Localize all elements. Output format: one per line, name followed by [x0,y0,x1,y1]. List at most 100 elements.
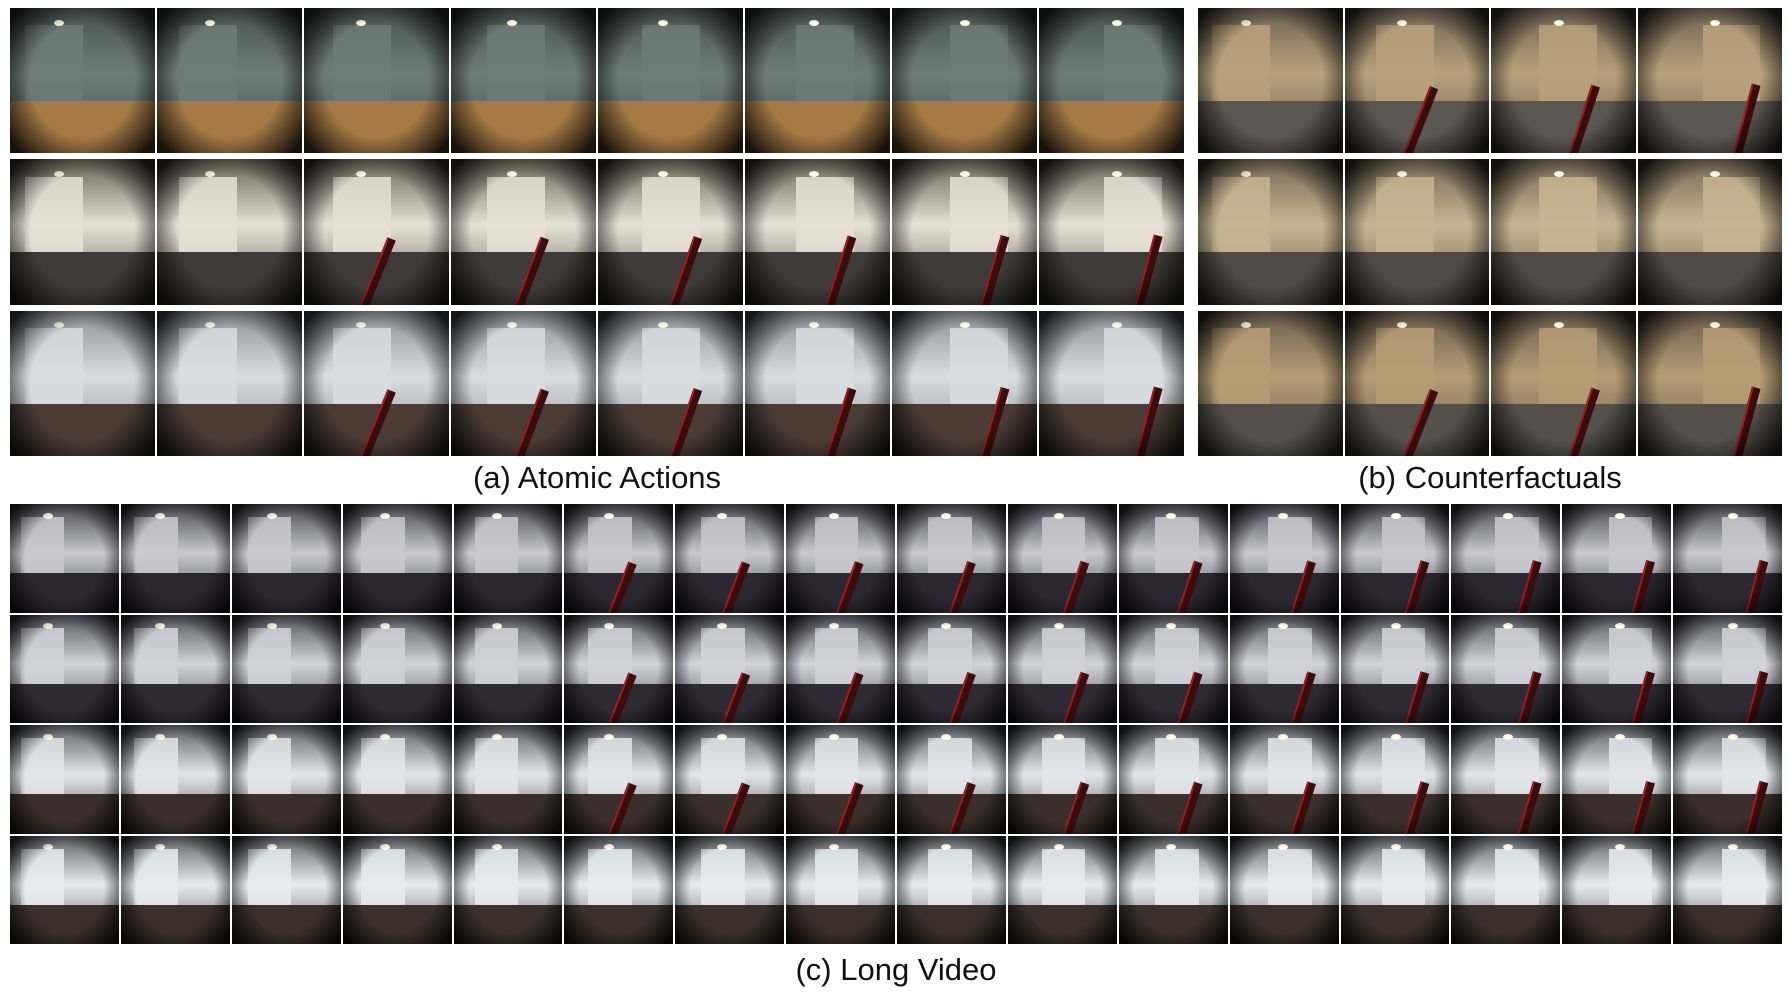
frame-wall-shape [134,738,178,798]
frame-wall-shape [247,627,292,688]
frame-wall-shape [1381,627,1426,688]
frame-ceiling-light [154,733,165,740]
frame-wall-shape [814,738,859,798]
robot-arm-shape [1288,560,1316,613]
robot-arm-shape [1400,388,1439,456]
frame-ceiling-light [658,322,669,329]
frame-floor-shape [10,573,119,613]
frame-ceiling-light [604,512,615,519]
frame-floor-shape [10,252,155,305]
frame-floor-shape [1198,252,1343,305]
frame-wall-shape [1702,25,1761,106]
frame-wall-shape [1104,176,1163,257]
frame-ceiling-light [154,623,165,630]
video-frame [786,614,895,723]
frame-wall-shape [474,848,519,909]
robot-arm-shape [1731,386,1761,456]
frame-wall-shape [24,25,83,106]
frame-ceiling-light [1397,19,1408,26]
video-frame [1451,504,1561,613]
frame-ceiling-light [204,19,215,26]
video-frame [10,159,155,305]
frame-wall-shape [795,176,854,257]
frame-wall-shape [795,25,854,106]
frame-wall-shape [814,848,859,909]
video-frame [1007,725,1117,834]
video-frame [1340,835,1450,944]
frame-ceiling-light [53,19,64,26]
video-frame [1340,614,1450,723]
video-frame [745,310,890,456]
frame-wall-shape [134,517,178,577]
frame-ceiling-light [716,733,727,740]
frame-floor-shape [1340,683,1450,723]
video-frame [1229,614,1339,723]
video-frame [342,835,452,944]
frame-floor-shape [10,904,119,944]
frame-ceiling-light [1241,170,1252,177]
frame-floor-shape [120,683,230,723]
robot-arm-shape [1744,560,1769,613]
frame-ceiling-light [1615,512,1626,519]
video-frame [453,835,563,944]
robot-arm-shape [512,237,550,305]
frame-floor-shape [157,252,302,305]
frame-ceiling-light [1390,623,1401,630]
frame-wall-shape [701,738,745,798]
video-frame [564,835,674,944]
robot-arm-shape [1516,781,1542,834]
frame-ceiling-light [1111,19,1122,26]
frame-ceiling-light [1727,623,1738,630]
video-frame [1340,504,1450,613]
frame-floor-shape [1491,252,1636,305]
frame-floor-shape [120,904,230,944]
frame-wall-shape [641,328,700,409]
frame-wall-shape [333,25,391,106]
frame-wall-shape [795,328,854,409]
frame-wall-shape [333,328,391,409]
robot-arm-shape [1516,560,1542,613]
video-frame [745,159,890,305]
frame-floor-shape [675,573,785,613]
robot-arm-shape [357,388,396,456]
frame-ceiling-light [1241,322,1252,329]
frame-wall-shape [1539,176,1597,257]
counterfactuals-grid [1198,8,1782,456]
frame-wall-shape [1495,517,1539,577]
frame-floor-shape [304,252,449,305]
frame-ceiling-light [1390,844,1401,851]
frame-floor-shape [10,101,155,154]
frame-ceiling-light [1502,512,1513,519]
video-frame [675,835,785,944]
frame-wall-shape [1155,848,1199,909]
frame-ceiling-light [1241,19,1252,26]
video-frame [598,8,743,154]
frame-ceiling-light [1709,170,1720,177]
video-frame [231,725,341,834]
video-frame [1340,725,1450,834]
frame-ceiling-light [204,170,215,177]
frame-ceiling-light [941,733,952,740]
frame-wall-shape [1268,848,1312,909]
video-frame [897,725,1006,834]
frame-floor-shape [10,683,119,723]
frame-floor-shape [1229,573,1339,613]
frame-ceiling-light [491,844,502,851]
frame-floor-shape [897,573,1006,613]
robot-arm-shape [1400,86,1439,154]
frame-ceiling-light [658,170,669,177]
frame-ceiling-light [1053,733,1064,740]
frame-wall-shape [587,627,632,688]
frame-floor-shape [1637,252,1782,305]
frame-ceiling-light [1553,322,1564,329]
video-frame [1198,310,1343,456]
video-frame [120,835,230,944]
video-frame [1491,310,1636,456]
video-frame [1637,159,1782,305]
frame-floor-shape [342,573,452,613]
frame-wall-shape [1381,517,1426,577]
frame-ceiling-light [42,623,53,630]
video-frame [1637,310,1782,456]
frame-ceiling-light [1278,844,1289,851]
frame-floor-shape [1118,904,1228,944]
